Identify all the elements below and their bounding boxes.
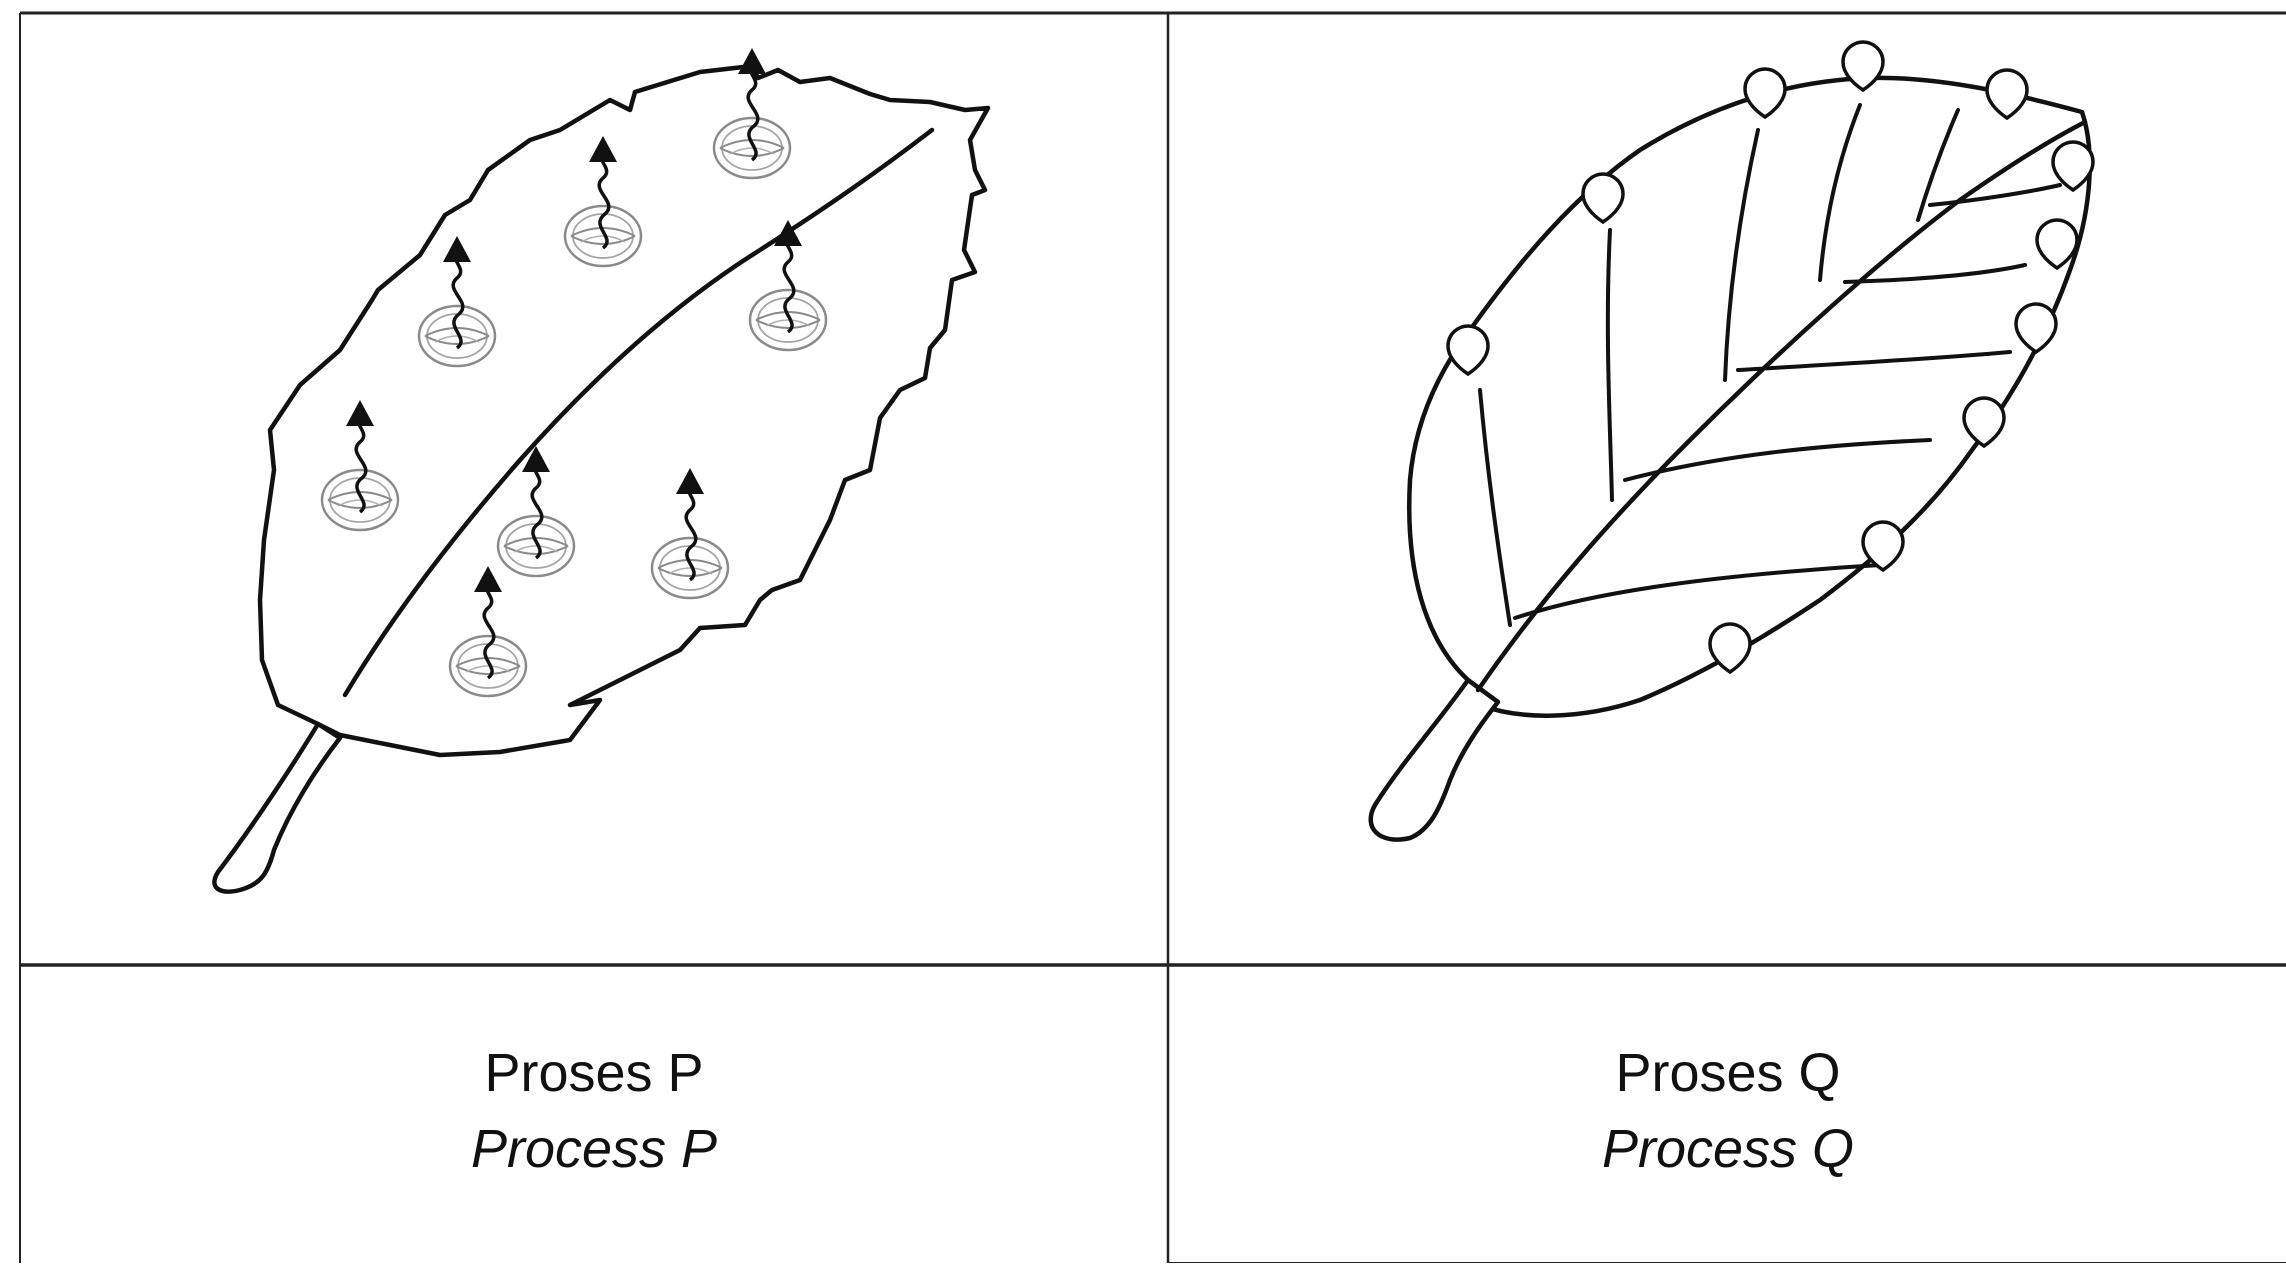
leaf-q-midrib	[1475, 119, 2088, 693]
leaf-q	[1368, 40, 2095, 842]
leaf-q-veins	[1478, 103, 2062, 627]
process-q-caption: Proses Q Process Q	[1170, 1046, 2286, 1176]
process-q-label-malay: Proses Q	[1615, 1043, 1841, 1103]
leaf-p-petiole	[212, 721, 343, 894]
process-p-caption: Proses P Process P	[20, 1046, 1168, 1176]
leaf-p	[212, 46, 991, 894]
leaf-p-midrib	[342, 127, 935, 698]
process-p-label-english: Process P	[470, 1119, 718, 1179]
process-q-label-english: Process Q	[1601, 1119, 1855, 1179]
leaf-q-petiole	[1368, 677, 1501, 842]
process-p-label-malay: Proses P	[484, 1043, 704, 1103]
leaf-p-outline	[257, 63, 991, 758]
